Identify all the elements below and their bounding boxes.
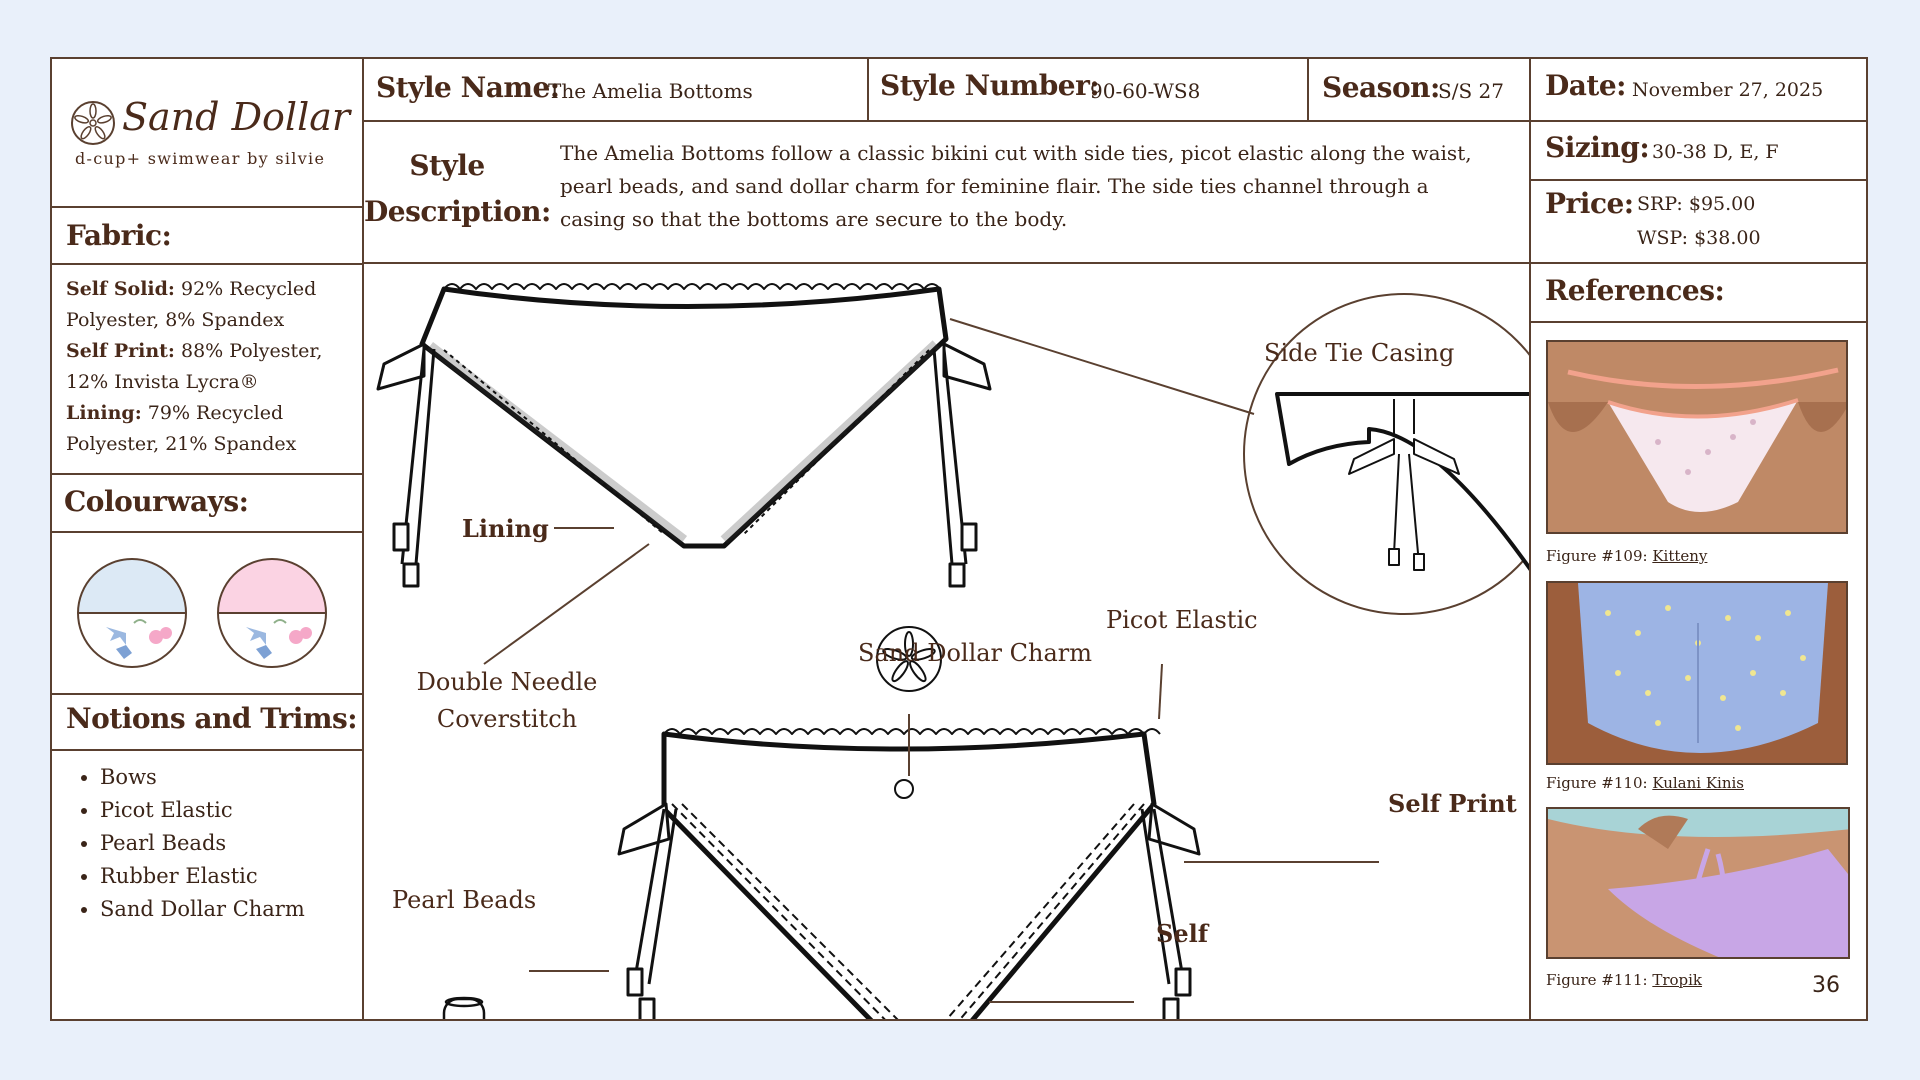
reference-photo-109[interactable] (1546, 340, 1848, 534)
style-name-value: The Amelia Bottoms (548, 79, 753, 103)
sizing-value: 30-38 D, E, F (1652, 141, 1779, 163)
figure-link-kulani-kinis[interactable]: Kulani Kinis (1652, 774, 1744, 792)
fabric-details: Self Solid: 92% Recycled Polyester, 8% S… (66, 274, 356, 460)
fabric-label: Fabric: (66, 219, 172, 252)
picot-elastic-leader (1158, 663, 1163, 720)
header-divider (1307, 59, 1309, 121)
callout-double-needle-coverstitch: Double Needle Coverstitch (412, 664, 602, 738)
callout-self-print: Self Print (1388, 789, 1517, 818)
reference-photo-111-image (1548, 809, 1848, 957)
references-label: References: (1545, 274, 1725, 307)
figure-caption-109: Figure #109: Kitteny (1546, 547, 1707, 565)
date-value: November 27, 2025 (1632, 79, 1824, 101)
notion-item: Picot Elastic (100, 794, 305, 827)
lining-value: Polyester, 21% Spandex (66, 433, 297, 455)
figure-link-tropik[interactable]: Tropik (1652, 971, 1703, 989)
style-description-label: Style Description: (364, 143, 551, 235)
style-description-text: The Amelia Bottoms follow a classic biki… (560, 137, 1525, 236)
pearl-bead-icon (442, 996, 486, 1019)
figure-caption-111: Figure #111: Tropik (1546, 971, 1702, 989)
figure-link-kitteny[interactable]: Kitteny (1652, 547, 1708, 565)
callout-line: Double Needle (416, 668, 598, 696)
brand-name: Sand Dollar (122, 95, 351, 139)
price-wsp: WSP: $38.00 (1637, 227, 1761, 249)
figure-caption-prefix: Figure #111: (1546, 971, 1648, 989)
references-underline (1531, 321, 1868, 323)
style-description-label-line: Style (409, 149, 485, 182)
season-label: Season: (1322, 71, 1440, 104)
sizing-underline (1531, 179, 1868, 181)
reference-photo-110-image (1548, 583, 1846, 763)
notion-item: Rubber Elastic (100, 860, 305, 893)
self-solid-value: Polyester, 8% Spandex (66, 309, 285, 331)
self-solid-label: Self Solid: (66, 278, 175, 300)
figure-caption-prefix: Figure #109: (1546, 547, 1648, 565)
self-print-label: Self Print: (66, 340, 175, 362)
notions-list: Bows Picot Elastic Pearl Beads Rubber El… (60, 761, 305, 926)
notion-item: Bows (100, 761, 305, 794)
price-label: Price: (1545, 187, 1634, 220)
callout-lining: Lining (462, 514, 549, 543)
brand-logo: Sand Dollar d-cup+ swimwear by silvie (68, 95, 358, 195)
self-print-value: 12% Invista Lycra® (66, 371, 259, 393)
fabric-underline (52, 473, 362, 475)
sand-dollar-logo-icon (71, 101, 115, 145)
fabric-header-underline (52, 263, 362, 265)
description-underline (364, 262, 1529, 264)
reference-photo-109-image (1548, 342, 1846, 532)
style-number-label: Style Number: (880, 69, 1100, 102)
side-tie-casing-leader (949, 318, 1255, 415)
sand-dollar-charm-icon (876, 626, 942, 692)
callout-self: Self (1156, 919, 1209, 948)
callout-line: Coverstitch (436, 705, 578, 733)
lining-label: Lining: (66, 402, 142, 424)
callout-side-tie-casing: Side Tie Casing (1264, 339, 1455, 367)
colourways-underline (52, 693, 362, 695)
header-underline (364, 120, 1529, 122)
style-name-label: Style Name: (376, 71, 560, 104)
brand-tagline: d-cup+ swimwear by silvie (75, 149, 326, 168)
callout-picot-elastic: Picot Elastic (1106, 606, 1258, 634)
right-column-divider (1529, 59, 1531, 1019)
figure-caption-prefix: Figure #110: (1546, 774, 1648, 792)
colourway-swatches (77, 558, 327, 668)
colourways-label: Colourways: (64, 485, 249, 518)
notion-item: Sand Dollar Charm (100, 893, 305, 926)
self-solid-value: 92% Recycled (181, 278, 317, 300)
back-view-bottoms (617, 728, 1201, 1019)
notion-item: Pearl Beads (100, 827, 305, 860)
notions-header-underline (52, 749, 362, 751)
side-tie-casing-detail (1243, 293, 1529, 615)
description-line: casing so that the bottoms are secure to… (560, 207, 1068, 231)
style-description-label-line: Description: (364, 195, 551, 228)
price-srp: SRP: $95.00 (1637, 193, 1756, 215)
colourways-header-underline (52, 531, 362, 533)
date-underline (1531, 120, 1868, 122)
description-line: The Amelia Bottoms follow a classic biki… (560, 141, 1472, 165)
left-column-divider (362, 59, 364, 1019)
header-divider (867, 59, 869, 121)
page-number: 36 (1812, 973, 1840, 998)
brand-underline (52, 206, 362, 208)
double-needle-leader (483, 543, 650, 665)
description-line: pearl beads, and sand dollar charm for f… (560, 174, 1429, 198)
technical-flat-drawing (376, 283, 1529, 1019)
lining-value: 79% Recycled (147, 402, 284, 424)
style-number-value: 90-60-WS8 (1090, 79, 1201, 103)
date-label: Date: (1545, 69, 1627, 102)
callout-sand-dollar-charm: Sand Dollar Charm (858, 639, 1093, 667)
self-print-value: 88% Polyester, (180, 340, 323, 362)
price-underline (1531, 262, 1868, 264)
callout-pearl-beads: Pearl Beads (392, 886, 537, 914)
tech-pack-sheet: Sand Dollar d-cup+ swimwear by silvie St… (50, 57, 1868, 1021)
reference-photo-111[interactable] (1546, 807, 1850, 959)
reference-photo-110[interactable] (1546, 581, 1848, 765)
season-value: S/S 27 (1438, 79, 1504, 103)
notions-label: Notions and Trims: (66, 702, 358, 735)
front-view-bottoms (376, 283, 992, 588)
sizing-label: Sizing: (1545, 131, 1650, 164)
figure-caption-110: Figure #110: Kulani Kinis (1546, 774, 1744, 792)
